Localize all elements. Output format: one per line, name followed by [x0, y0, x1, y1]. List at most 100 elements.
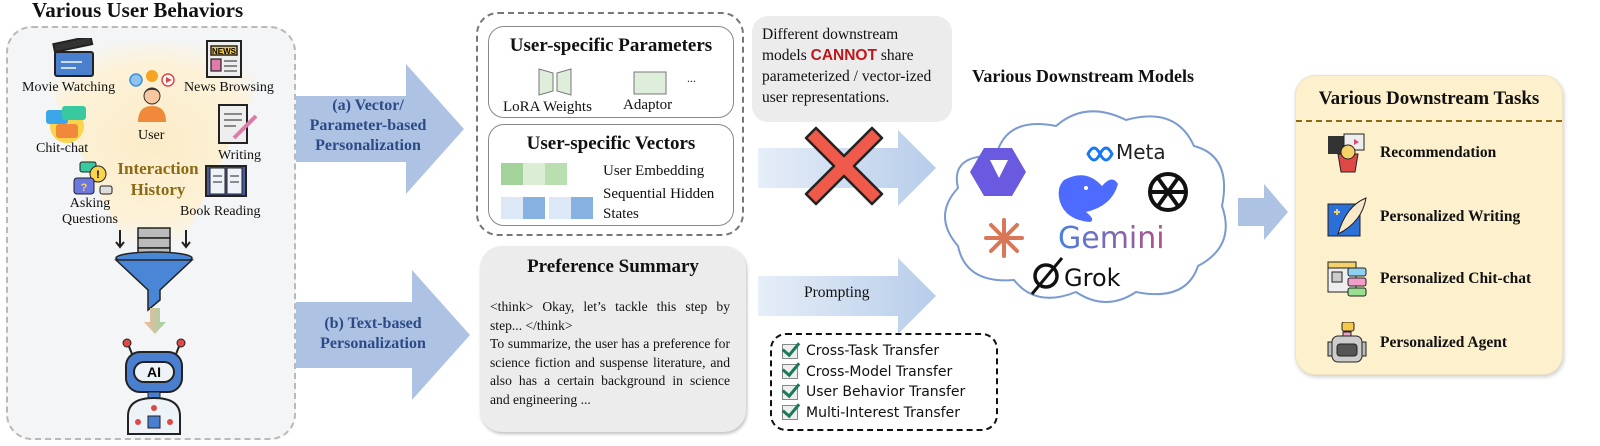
checkbox-checked-icon — [782, 405, 798, 421]
chat-window-icon — [1327, 261, 1367, 297]
text-label-line2: Personalization — [320, 335, 426, 352]
ai-badge: AI — [147, 364, 161, 380]
task-personalized-agent: Personalized Agent — [1326, 322, 1507, 364]
vector-parameter-group: User-specific Parameters ... LoRA Weight… — [476, 12, 744, 236]
grok-logo-icon — [1030, 257, 1064, 295]
clapperboard-icon — [52, 38, 94, 77]
ai-robot-icon: AI — [122, 338, 186, 435]
writing-icon — [218, 104, 258, 144]
cannot-text-after: share parameterized / vector-ized user r… — [762, 47, 932, 106]
qwen-logo-icon — [970, 148, 1026, 196]
hidden-states-label: Sequential Hidden States — [603, 184, 714, 224]
vector-cells-icon — [501, 163, 593, 219]
tasks-arrow — [1238, 184, 1288, 240]
grok-wordmark: Grok — [1064, 264, 1121, 292]
transfer-label: Cross-Model Transfer — [806, 363, 953, 380]
hidden-states-line1: Sequential Hidden — [603, 186, 715, 202]
lora-weights-icon — [538, 68, 572, 96]
tasks-divider — [1296, 120, 1562, 122]
meta-wordmark: Meta — [1116, 140, 1166, 164]
popcorn-film-icon — [1328, 133, 1365, 173]
transfer-label: Cross-Task Transfer — [806, 343, 940, 360]
task-recommendation: Recommendation — [1326, 132, 1496, 174]
deepseek-logo-icon — [1058, 175, 1118, 222]
transfer-item: Cross-Model Transfer — [782, 362, 996, 383]
transfer-label: User Behavior Transfer — [806, 384, 966, 401]
quill-icon — [1327, 197, 1367, 237]
params-ellipsis: ... — [687, 71, 696, 85]
prompting-arrow — [758, 258, 936, 334]
openai-logo-icon — [1148, 172, 1188, 212]
down-arrow-icon — [144, 308, 166, 334]
vector-label-line1: (a) Vector/ — [332, 97, 404, 114]
text-label-line1: (b) Text-based — [324, 315, 422, 332]
preference-summary: To summarize, the user has a preference … — [490, 336, 730, 407]
behavior-book-reading: Book Reading — [180, 204, 261, 219]
checkbox-checked-icon — [782, 364, 798, 380]
lora-weights-label: LoRA Weights — [503, 99, 592, 115]
task-label: Personalized Chit-chat — [1380, 270, 1532, 287]
behavior-movie-watching: Movie Watching — [22, 80, 116, 95]
vector-personalization-label: (a) Vector/ Parameter-based Personalizat… — [298, 96, 438, 156]
task-label: Personalized Agent — [1380, 334, 1507, 351]
user-icon — [129, 70, 175, 122]
question-bubbles-icon: ! ? — [73, 161, 113, 195]
red-x-icon — [804, 126, 884, 206]
parameters-title: User-specific Parameters — [509, 35, 713, 56]
book-icon — [205, 165, 247, 197]
behavior-chit-chat: Chit-chat — [36, 141, 89, 156]
adaptor-icon — [633, 71, 667, 95]
user-embedding-label: User Embedding — [603, 163, 705, 179]
interaction-history-line2: History — [130, 180, 186, 199]
vector-personalization-arrow — [296, 64, 464, 194]
claude-logo-icon — [984, 218, 1024, 258]
task-label: Personalized Writing — [1380, 208, 1521, 225]
models-title: Various Downstream Models — [972, 66, 1195, 86]
models-cloud: Meta Gemini Grok — [944, 110, 1227, 303]
cannot-keyword: CANNOT — [810, 47, 877, 64]
funnel-icon — [114, 227, 194, 312]
cannot-text-before: Different downstream models — [762, 26, 899, 64]
vectors-title: User-specific Vectors — [526, 133, 696, 154]
behavior-news-browsing: News Browsing — [184, 80, 274, 95]
transfer-item: Multi-Interest Transfer — [782, 403, 996, 424]
meta-logo-icon — [1086, 146, 1114, 162]
preference-think: <think> Okay, let’s tackle this step by … — [490, 299, 730, 333]
preference-summary-box: Preference Summary <think> Okay, let’s t… — [480, 246, 746, 432]
tasks-title: Various Downstream Tasks — [1318, 88, 1540, 109]
interaction-history-line1: Interaction — [117, 159, 199, 178]
behavior-writing: Writing — [218, 148, 261, 163]
chat-bubbles-icon — [46, 106, 86, 143]
newspaper-icon: NEWS — [206, 40, 242, 78]
text-personalization-arrow — [296, 270, 470, 400]
transfer-item: Cross-Task Transfer — [782, 341, 996, 362]
text-personalization-label: (b) Text-based Personalization — [300, 314, 446, 354]
interaction-history-label: Interaction History — [110, 158, 206, 200]
vector-label-line2: Parameter-based — [309, 117, 427, 134]
vector-label-line3: Personalization — [315, 137, 421, 154]
transfer-item: User Behavior Transfer — [782, 382, 996, 403]
svg-text:?: ? — [81, 182, 88, 194]
behavior-asking-questions: Asking Questions — [62, 196, 118, 227]
task-personalized-chit-chat: Personalized Chit-chat — [1326, 258, 1531, 300]
preference-title: Preference Summary — [527, 256, 699, 277]
prompting-label: Prompting — [804, 284, 870, 301]
user-specific-vectors-box: User-specific Vectors User Embedding Seq… — [488, 124, 734, 226]
task-label: Recommendation — [1380, 144, 1497, 161]
behaviors-title: Various User Behaviors — [32, 0, 244, 22]
cannot-share-note: Different downstream models CANNOT share… — [752, 16, 952, 122]
adaptor-label: Adaptor — [623, 97, 673, 113]
transfer-checklist: Cross-Task Transfer Cross-Model Transfer… — [770, 333, 998, 431]
hidden-states-line2: States — [603, 206, 639, 222]
user-specific-parameters-box: User-specific Parameters ... LoRA Weight… — [488, 26, 734, 118]
downstream-tasks-box: Various Downstream Tasks Recommendation … — [1295, 75, 1563, 375]
gemini-wordmark: Gemini — [1058, 221, 1165, 256]
checkbox-checked-icon — [782, 384, 798, 400]
preference-text: <think> Okay, let’s tackle this step by … — [490, 298, 730, 409]
transfer-label: Multi-Interest Transfer — [806, 404, 960, 421]
behaviors-panel: Movie Watching NEWS News Browsing User C… — [6, 26, 296, 440]
news-badge: NEWS — [212, 47, 237, 56]
agent-robot-icon — [1327, 322, 1367, 363]
task-personalized-writing: Personalized Writing — [1326, 196, 1520, 238]
svg-text:!: ! — [96, 169, 100, 181]
